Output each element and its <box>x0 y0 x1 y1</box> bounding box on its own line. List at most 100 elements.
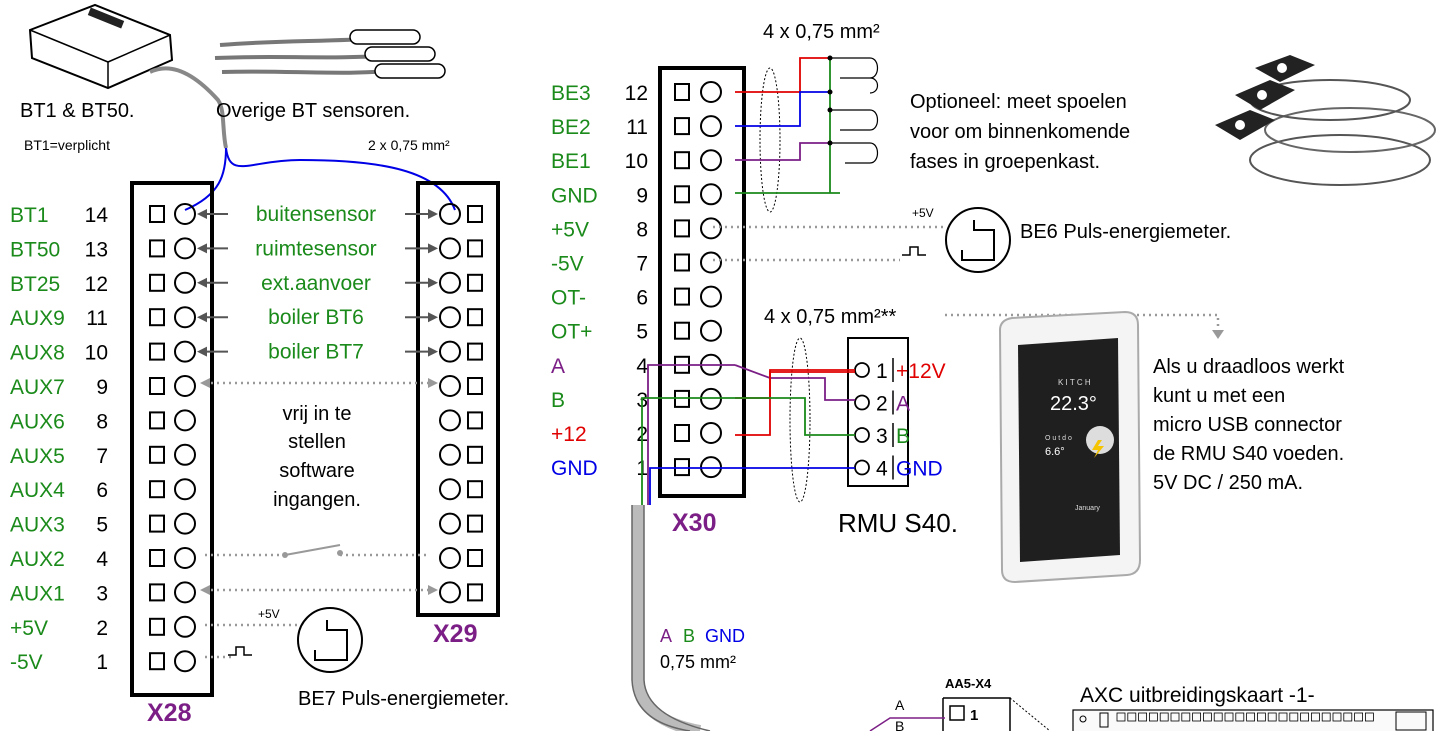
be6-voltage: +5V <box>912 206 934 220</box>
rmu-note-line1: Als u draadloos werkt <box>1153 356 1345 378</box>
x30-terminal[interactable] <box>700 81 722 103</box>
x28-label-aux4: AUX4 <box>10 479 65 502</box>
x30-label: OT- <box>551 287 586 310</box>
x29-terminal[interactable] <box>439 512 461 535</box>
x28-pin-number: 11 <box>86 307 108 330</box>
axc-pin <box>1213 712 1223 722</box>
x28-label-aux7: AUX7 <box>10 376 65 399</box>
x30-label: BE2 <box>551 116 591 139</box>
x29-terminal[interactable] <box>439 306 461 329</box>
x29-terminal[interactable] <box>439 409 461 432</box>
bt1-required-note: BT1=verplicht <box>24 137 110 153</box>
x30-terminal[interactable] <box>700 285 722 308</box>
axc-pin <box>1354 712 1363 722</box>
x30-label: BE3 <box>551 82 591 105</box>
free-inputs-line2: stellen <box>288 431 346 453</box>
axc-pin <box>1246 712 1255 722</box>
x30-terminal[interactable] <box>700 422 722 444</box>
be7-meter-icon <box>297 607 363 673</box>
bus-a-label: A <box>660 626 672 646</box>
x28-terminal[interactable] <box>174 547 196 569</box>
rmu-device-date: January <box>1075 505 1100 512</box>
rmu-pin-terminal[interactable] <box>854 394 870 411</box>
x30-pin-number: 8 <box>636 218 648 241</box>
x30-label: A <box>551 355 565 378</box>
rmu-pin-terminal[interactable] <box>854 362 870 378</box>
x30-terminal[interactable] <box>700 183 722 206</box>
x28-screw-square <box>149 583 165 602</box>
x28-pin-number: 13 <box>85 238 108 261</box>
aa5-a: A <box>895 697 905 713</box>
x30-terminal[interactable] <box>700 251 722 274</box>
link-label: ext.aanvoer <box>261 272 371 295</box>
x28-terminal[interactable] <box>174 581 196 604</box>
x30-terminal[interactable] <box>700 149 722 172</box>
x29-screw-square <box>467 480 483 499</box>
x28-terminal[interactable] <box>174 375 196 397</box>
x30-cable-top: 4 x 0,75 mm² <box>763 21 880 43</box>
x29-screw-square <box>467 205 483 223</box>
rmu-pin-number: 4 <box>876 458 888 481</box>
x28-terminal[interactable] <box>174 443 196 466</box>
x29-screw-square <box>467 273 483 292</box>
axc-title: AXC uitbreidingskaart -1- <box>1080 684 1315 707</box>
x28-frame <box>130 181 214 697</box>
x29-terminal[interactable] <box>439 340 461 363</box>
x28-terminal[interactable] <box>174 650 196 673</box>
x28-pin-number: 14 <box>85 204 109 227</box>
aa5-title: AA5-X4 <box>945 676 992 691</box>
cable-x28-x29: 2 x 0,75 mm² <box>368 137 450 153</box>
axc-pin <box>1224 712 1234 722</box>
x28-screw-square <box>149 205 165 223</box>
x28-pin-number: 8 <box>96 410 108 433</box>
x29-terminal[interactable] <box>439 478 461 501</box>
link-label: boiler BT6 <box>268 306 364 329</box>
x28-screw-square <box>149 549 165 567</box>
coils-note-line3: fases in groepenkast. <box>910 151 1100 173</box>
rmu-pin-number: 3 <box>876 425 888 448</box>
x28-pin-number: 10 <box>85 342 108 365</box>
be7-voltage: +5V <box>258 607 280 621</box>
x28-terminal[interactable] <box>174 409 196 432</box>
x29-terminal[interactable] <box>439 375 461 397</box>
rmu-pin-terminal[interactable] <box>854 427 870 443</box>
x29-terminal[interactable] <box>439 237 461 260</box>
axc-board <box>1072 709 1434 731</box>
x29-terminal[interactable] <box>439 443 461 466</box>
rmu-device-temp: 22.3° <box>1050 393 1097 415</box>
x30-label: GND <box>551 184 598 207</box>
rmu-pin-label: B <box>896 425 910 448</box>
x30-pin-number: 6 <box>636 287 648 310</box>
axc-pin <box>1343 712 1353 722</box>
x29-terminal[interactable] <box>439 547 461 569</box>
axc-pin <box>1289 712 1299 722</box>
x30-terminal[interactable] <box>700 115 722 138</box>
axc-pin <box>1116 712 1126 722</box>
x28-terminal[interactable] <box>174 340 196 363</box>
x28-terminal[interactable] <box>174 478 196 501</box>
bus-gnd-label: GND <box>705 626 745 646</box>
x30-screw-square <box>674 287 690 306</box>
x28-terminal[interactable] <box>174 271 196 294</box>
x29-terminal[interactable] <box>439 271 461 294</box>
x30-terminal[interactable] <box>700 319 722 342</box>
x28-label--5v: -5V <box>10 651 43 674</box>
x28-terminal[interactable] <box>174 237 196 260</box>
x28-terminal[interactable] <box>174 203 196 225</box>
x28-terminal[interactable] <box>174 512 196 535</box>
x30-terminal[interactable] <box>700 217 722 240</box>
x29-terminal[interactable] <box>439 581 461 604</box>
aa5-b: B <box>895 718 904 731</box>
x28-label-+5v: +5V <box>10 617 48 640</box>
rmu-connector <box>847 337 909 487</box>
free-inputs-line3: software <box>279 460 355 482</box>
rmu-note-line5: 5V DC / 250 mA. <box>1153 472 1303 494</box>
axc-pin <box>1203 712 1212 722</box>
x28-terminal[interactable] <box>174 306 196 329</box>
rmu-pin-terminal[interactable] <box>854 459 870 476</box>
x30-pin-number: 11 <box>626 116 648 139</box>
x28-terminal[interactable] <box>174 615 196 638</box>
axc-pin <box>1321 712 1331 722</box>
axc-pin <box>1181 712 1191 722</box>
x29-terminal[interactable] <box>439 203 461 225</box>
